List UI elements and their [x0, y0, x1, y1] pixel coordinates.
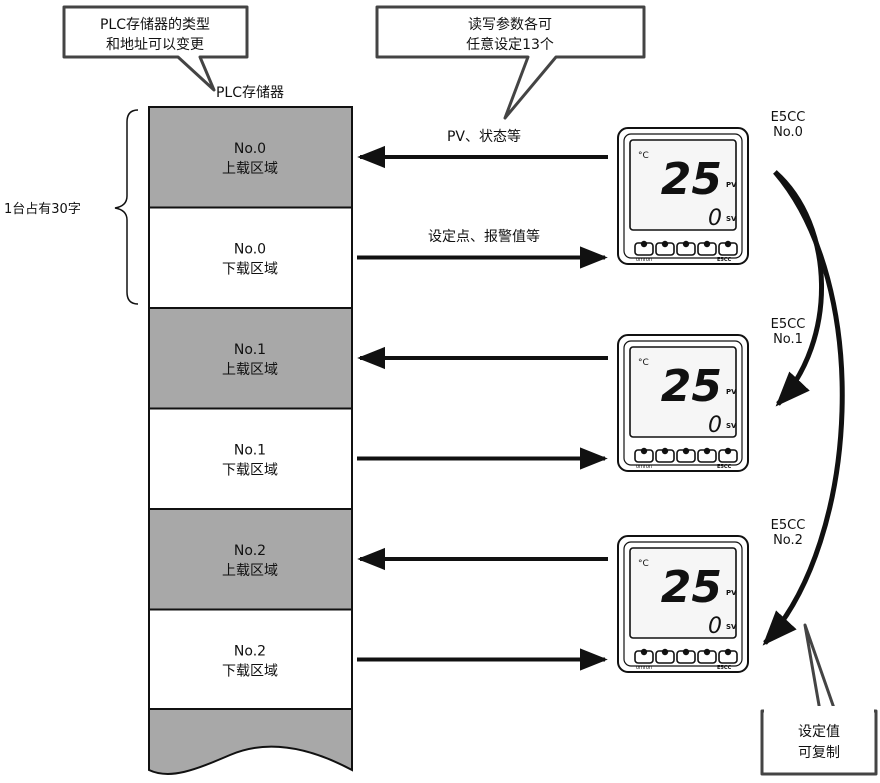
memory-span-brace: 1台占有30字 — [4, 109, 139, 305]
memory-continuation — [148, 708, 353, 776]
memory-title: PLC存储器 — [216, 85, 284, 101]
callout-plc-type-line2: 和地址可以变更 — [106, 37, 204, 53]
sv-tag: SV — [726, 623, 737, 631]
memory-block-upload: No.0 上载区域 — [148, 106, 353, 209]
upload-arrow-label: PV、状态等 — [447, 128, 521, 145]
memory-block-upload: No.1 上载区域 — [148, 307, 353, 410]
pv-value: 25 — [661, 361, 722, 412]
memory-block-number: No.1 — [234, 443, 266, 459]
brand-label: omron — [636, 257, 652, 263]
pv-tag: PV — [726, 388, 737, 396]
copy-arrows — [762, 170, 845, 646]
memory-block-area: 上载区域 — [222, 563, 278, 579]
brand-label: omron — [636, 464, 652, 470]
sv-tag: SV — [726, 215, 737, 223]
sv-value: 0 — [708, 206, 722, 231]
memory-block-download: No.2 下载区域 — [148, 608, 353, 711]
callout-copy: 设定值 可复制 — [760, 623, 878, 776]
callout-rw-params-line2: 任意设定13个 — [466, 36, 554, 53]
memory-block-area: 上载区域 — [222, 362, 278, 378]
callout-rw-params: 读写参数各可 任意设定13个 — [375, 5, 646, 120]
memory-column: No.0 上载区域 No.0 下载区域 No.1 上载区域 No.1 下载区域 No.2 上载区域… — [148, 106, 353, 711]
memory-block-number: No.2 — [234, 543, 266, 559]
memory-block-area: 下载区域 — [222, 262, 278, 278]
sv-value: 0 — [708, 614, 722, 639]
brand-label: omron — [636, 665, 652, 671]
controller-model: E5CC — [771, 110, 806, 125]
controller-model: E5CC — [771, 317, 806, 332]
memory-block-area: 下载区域 — [222, 463, 278, 479]
model-plate: E5CC — [717, 665, 732, 671]
pv-value: 25 — [661, 562, 722, 613]
pv-tag: PV — [726, 181, 737, 189]
memory-block-upload: No.2 上载区域 — [148, 508, 353, 611]
memory-span-label: 1台占有30字 — [4, 202, 81, 217]
model-plate: E5CC — [717, 257, 732, 263]
callout-copy-line1: 设定值 — [798, 724, 840, 740]
memory-block-number: No.0 — [234, 141, 266, 157]
callout-rw-params-line1: 读写参数各可 — [468, 16, 552, 33]
pv-tag: PV — [726, 589, 737, 597]
controller-number: No.0 — [773, 125, 803, 140]
download-arrow-label: 设定点、报警值等 — [428, 228, 540, 245]
unit-label: °C — [638, 559, 649, 569]
pv-value: 25 — [661, 154, 722, 205]
memory-block-area: 下载区域 — [222, 664, 278, 680]
sv-value: 0 — [708, 413, 722, 438]
memory-block-download: No.0 下载区域 — [148, 206, 353, 309]
callout-plc-type: PLC存储器的类型 和地址可以变更 — [62, 5, 249, 92]
memory-block-area: 上载区域 — [222, 161, 278, 177]
model-plate: E5CC — [717, 464, 732, 470]
unit-label: °C — [638, 358, 649, 368]
memory-block-number: No.2 — [234, 644, 266, 660]
callout-plc-type-line1: PLC存储器的类型 — [100, 17, 210, 33]
memory-block-number: No.0 — [234, 242, 266, 258]
memory-block-download: No.1 下载区域 — [148, 407, 353, 510]
unit-label: °C — [638, 151, 649, 161]
controller-model: E5CC — [771, 518, 806, 533]
sv-tag: SV — [726, 422, 737, 430]
controller-number: No.2 — [773, 533, 803, 548]
controller-number: No.1 — [773, 332, 803, 347]
memory-block-number: No.1 — [234, 342, 266, 358]
callout-copy-line2: 可复制 — [798, 744, 840, 761]
